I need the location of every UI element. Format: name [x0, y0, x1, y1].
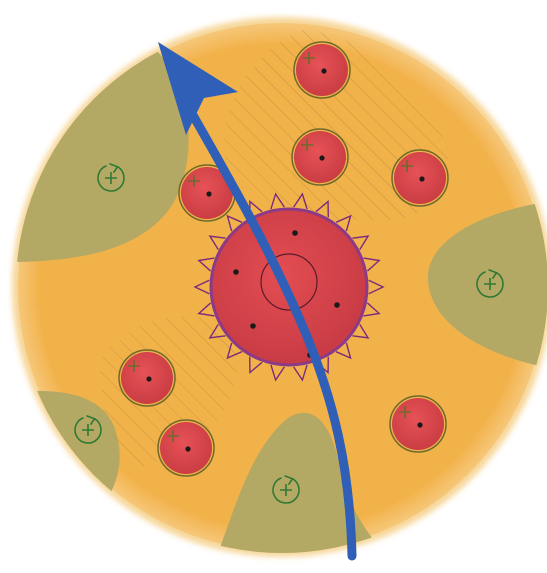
dot-icon: [146, 376, 152, 382]
spike-icon: [352, 235, 370, 250]
trajectory-arrow-shaft: [185, 105, 357, 561]
dot-icon: [250, 323, 256, 329]
spike-icon: [293, 364, 308, 382]
spike-icon: [363, 302, 381, 317]
plus-icon: [105, 172, 117, 184]
dot-icon: [206, 191, 212, 197]
spike-icon: [226, 342, 243, 360]
spike-icon: [315, 200, 329, 218]
plus-icon: [82, 424, 94, 436]
plus-icon: [301, 139, 313, 151]
small-cell-ring: [118, 349, 176, 407]
central-spikes: [193, 192, 385, 382]
spike-icon: [335, 214, 352, 232]
small-cell: [118, 349, 176, 407]
rotation-icon: [272, 474, 300, 504]
spike-icon: [197, 257, 215, 272]
trajectory-arrow-head: [158, 42, 238, 135]
plus-icon: [401, 160, 413, 172]
small-cell-ring: [293, 41, 351, 99]
central-nucleus: [260, 253, 318, 311]
dot-icon: [334, 302, 340, 308]
small-cell-ring: [157, 419, 215, 477]
small-cell-ring: [389, 395, 447, 453]
small-cell: [389, 395, 447, 453]
spike-icon: [208, 235, 226, 250]
small-cell: [291, 128, 349, 186]
small-cell-ring: [391, 149, 449, 207]
dot-icon: [321, 68, 327, 74]
spin-icons: [74, 162, 504, 504]
plus-icon: [167, 430, 179, 442]
dot-icon: [233, 269, 239, 275]
spike-icon: [197, 302, 215, 317]
plus-icon: [128, 360, 140, 372]
dot-icon: [419, 176, 425, 182]
spike-icon: [193, 279, 210, 295]
plus-icon: [484, 278, 496, 290]
spike-icon: [293, 192, 308, 210]
dot-icon: [319, 155, 325, 161]
green-region-right: [427, 200, 547, 370]
small-cell: [391, 149, 449, 207]
rotation-icon: [476, 268, 504, 298]
spike-icon: [270, 364, 285, 382]
small-cell-ring: [291, 128, 349, 186]
spike-icon: [368, 279, 385, 295]
small-cell: [293, 41, 351, 99]
dot-icon: [185, 446, 191, 452]
spike-icon: [208, 324, 226, 339]
plus-icon: [303, 52, 315, 64]
dot-icon: [417, 422, 423, 428]
spike-icon: [270, 192, 285, 210]
plus-icon: [399, 406, 411, 418]
rotation-icon: [74, 414, 102, 444]
small-cells: [118, 41, 449, 477]
rotation-icon: [97, 162, 125, 192]
spike-icon: [352, 324, 370, 339]
spike-icon: [335, 342, 352, 360]
spike-icon: [249, 356, 263, 374]
plus-icon: [188, 175, 200, 187]
plus-icon: [280, 484, 292, 496]
spike-icon: [226, 214, 243, 232]
dot-icon: [292, 230, 298, 236]
small-cell: [157, 419, 215, 477]
spike-icon: [363, 257, 381, 272]
